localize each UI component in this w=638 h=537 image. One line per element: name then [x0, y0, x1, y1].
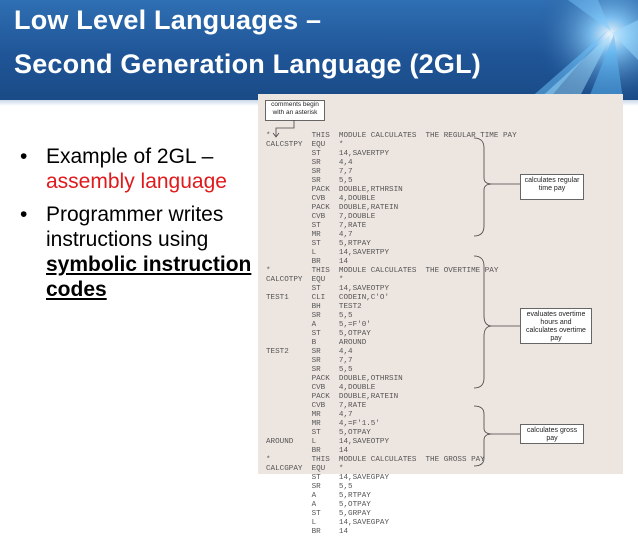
- code-line: PACK DOUBLE,OTHRSIN: [266, 375, 403, 383]
- code-line: SR 5,5: [266, 366, 353, 374]
- code-line: CVB 7,DOUBLE: [266, 213, 376, 221]
- code-line: MR 4,=F'1.5': [266, 420, 380, 428]
- code-line: BR 14: [266, 258, 349, 266]
- code-line: * THIS MODULE CALCULATES THE OVERTIME PA…: [266, 267, 499, 275]
- bullet-programmer-writes: • Programmer writes instructions using s…: [20, 202, 260, 302]
- code-line: SR 7,7: [266, 168, 353, 176]
- code-line: * THIS MODULE CALCULATES THE GROSS PAY: [266, 456, 485, 464]
- code-line: SR 5,5: [266, 177, 353, 185]
- code-line: CALCOTPY EQU *: [266, 276, 344, 284]
- code-line: ST 5,RTPAY: [266, 240, 371, 248]
- bullet-marker: •: [20, 203, 28, 226]
- code-line: MR 4,7: [266, 231, 353, 239]
- code-line: BR 14: [266, 447, 349, 455]
- comment-note-box: comments begin with an asterisk: [265, 100, 325, 121]
- code-line: ST 5,OTPAY: [266, 429, 371, 437]
- code-line: ST 14,SAVEGPAY: [266, 474, 390, 482]
- code-line: ST 7,RATE: [266, 222, 367, 230]
- bullet-list: • Example of 2GL – assembly language • P…: [20, 144, 260, 310]
- code-line: B AROUND: [266, 339, 367, 347]
- code-line: PACK DOUBLE,RATEIN: [266, 204, 399, 212]
- code-line: BH TEST2: [266, 303, 362, 311]
- bullet-marker: •: [20, 145, 28, 168]
- code-line: ST 5,OTPAY: [266, 330, 371, 338]
- bullet-highlight-symbolic-codes: symbolic instruction codes: [46, 253, 252, 301]
- code-line: L 14,SAVEGPAY: [266, 519, 390, 527]
- code-line: ST 14,SAVEOTPY: [266, 285, 390, 293]
- assembly-code-figure: comments begin with an asterisk * THIS M…: [258, 94, 623, 536]
- code-line: CVB 4,DOUBLE: [266, 384, 376, 392]
- code-line: A 5,OTPAY: [266, 501, 371, 509]
- slide-title-line-2: Second Generation Language (2GL): [14, 49, 481, 79]
- code-line: CALCSTPY EQU *: [266, 141, 344, 149]
- callout-gross-pay: calculates gross pay: [520, 424, 584, 444]
- code-line: ST 5,GRPAY: [266, 510, 371, 518]
- code-line: TEST2 SR 4,4: [266, 348, 353, 356]
- code-line: L 14,SAVERTPY: [266, 249, 390, 257]
- assembly-code-listing: * THIS MODULE CALCULATES THE REGULAR TIM…: [266, 132, 517, 537]
- code-line: AROUND L 14,SAVEOTPY: [266, 438, 390, 446]
- code-line: PACK DOUBLE,RTHRSIN: [266, 186, 403, 194]
- code-line: SR 7,7: [266, 357, 353, 365]
- code-line: BR 14: [266, 528, 349, 536]
- callout-regular-time-pay: calculates regular time pay: [520, 174, 584, 200]
- code-line: SR 5,5: [266, 312, 353, 320]
- figure-connectors: [272, 120, 520, 467]
- bullet-highlight-assembly-language: assembly language: [46, 170, 227, 193]
- slide-title-line-1: Low Level Languages –: [14, 5, 322, 35]
- header-light-burst-decoration: [528, 0, 638, 100]
- code-line: CVB 7,RATE: [266, 402, 367, 410]
- code-line: CALCGPAY EQU *: [266, 465, 344, 473]
- code-line: PACK DOUBLE,RATEIN: [266, 393, 399, 401]
- bullet-example-2gl: • Example of 2GL – assembly language: [20, 144, 260, 194]
- code-line: TEST1 CLI CODEIN,C'O': [266, 294, 390, 302]
- code-line: SR 4,4: [266, 159, 353, 167]
- bullet-text: Example of 2GL –: [46, 145, 214, 168]
- code-line: MR 4,7: [266, 411, 353, 419]
- slide-header: Low Level Languages – Second Generation …: [0, 0, 638, 100]
- callout-overtime-pay: evaluates overtime hours and calculates …: [520, 308, 592, 344]
- bullet-text: Programmer writes instructions using: [46, 203, 224, 251]
- code-line: CVB 4,DOUBLE: [266, 195, 376, 203]
- code-line: * THIS MODULE CALCULATES THE REGULAR TIM…: [266, 132, 517, 140]
- code-line: A 5,RTPAY: [266, 492, 371, 500]
- code-line: ST 14,SAVERTPY: [266, 150, 390, 158]
- code-line: A 5,=F'0': [266, 321, 371, 329]
- code-line: SR 5,5: [266, 483, 353, 491]
